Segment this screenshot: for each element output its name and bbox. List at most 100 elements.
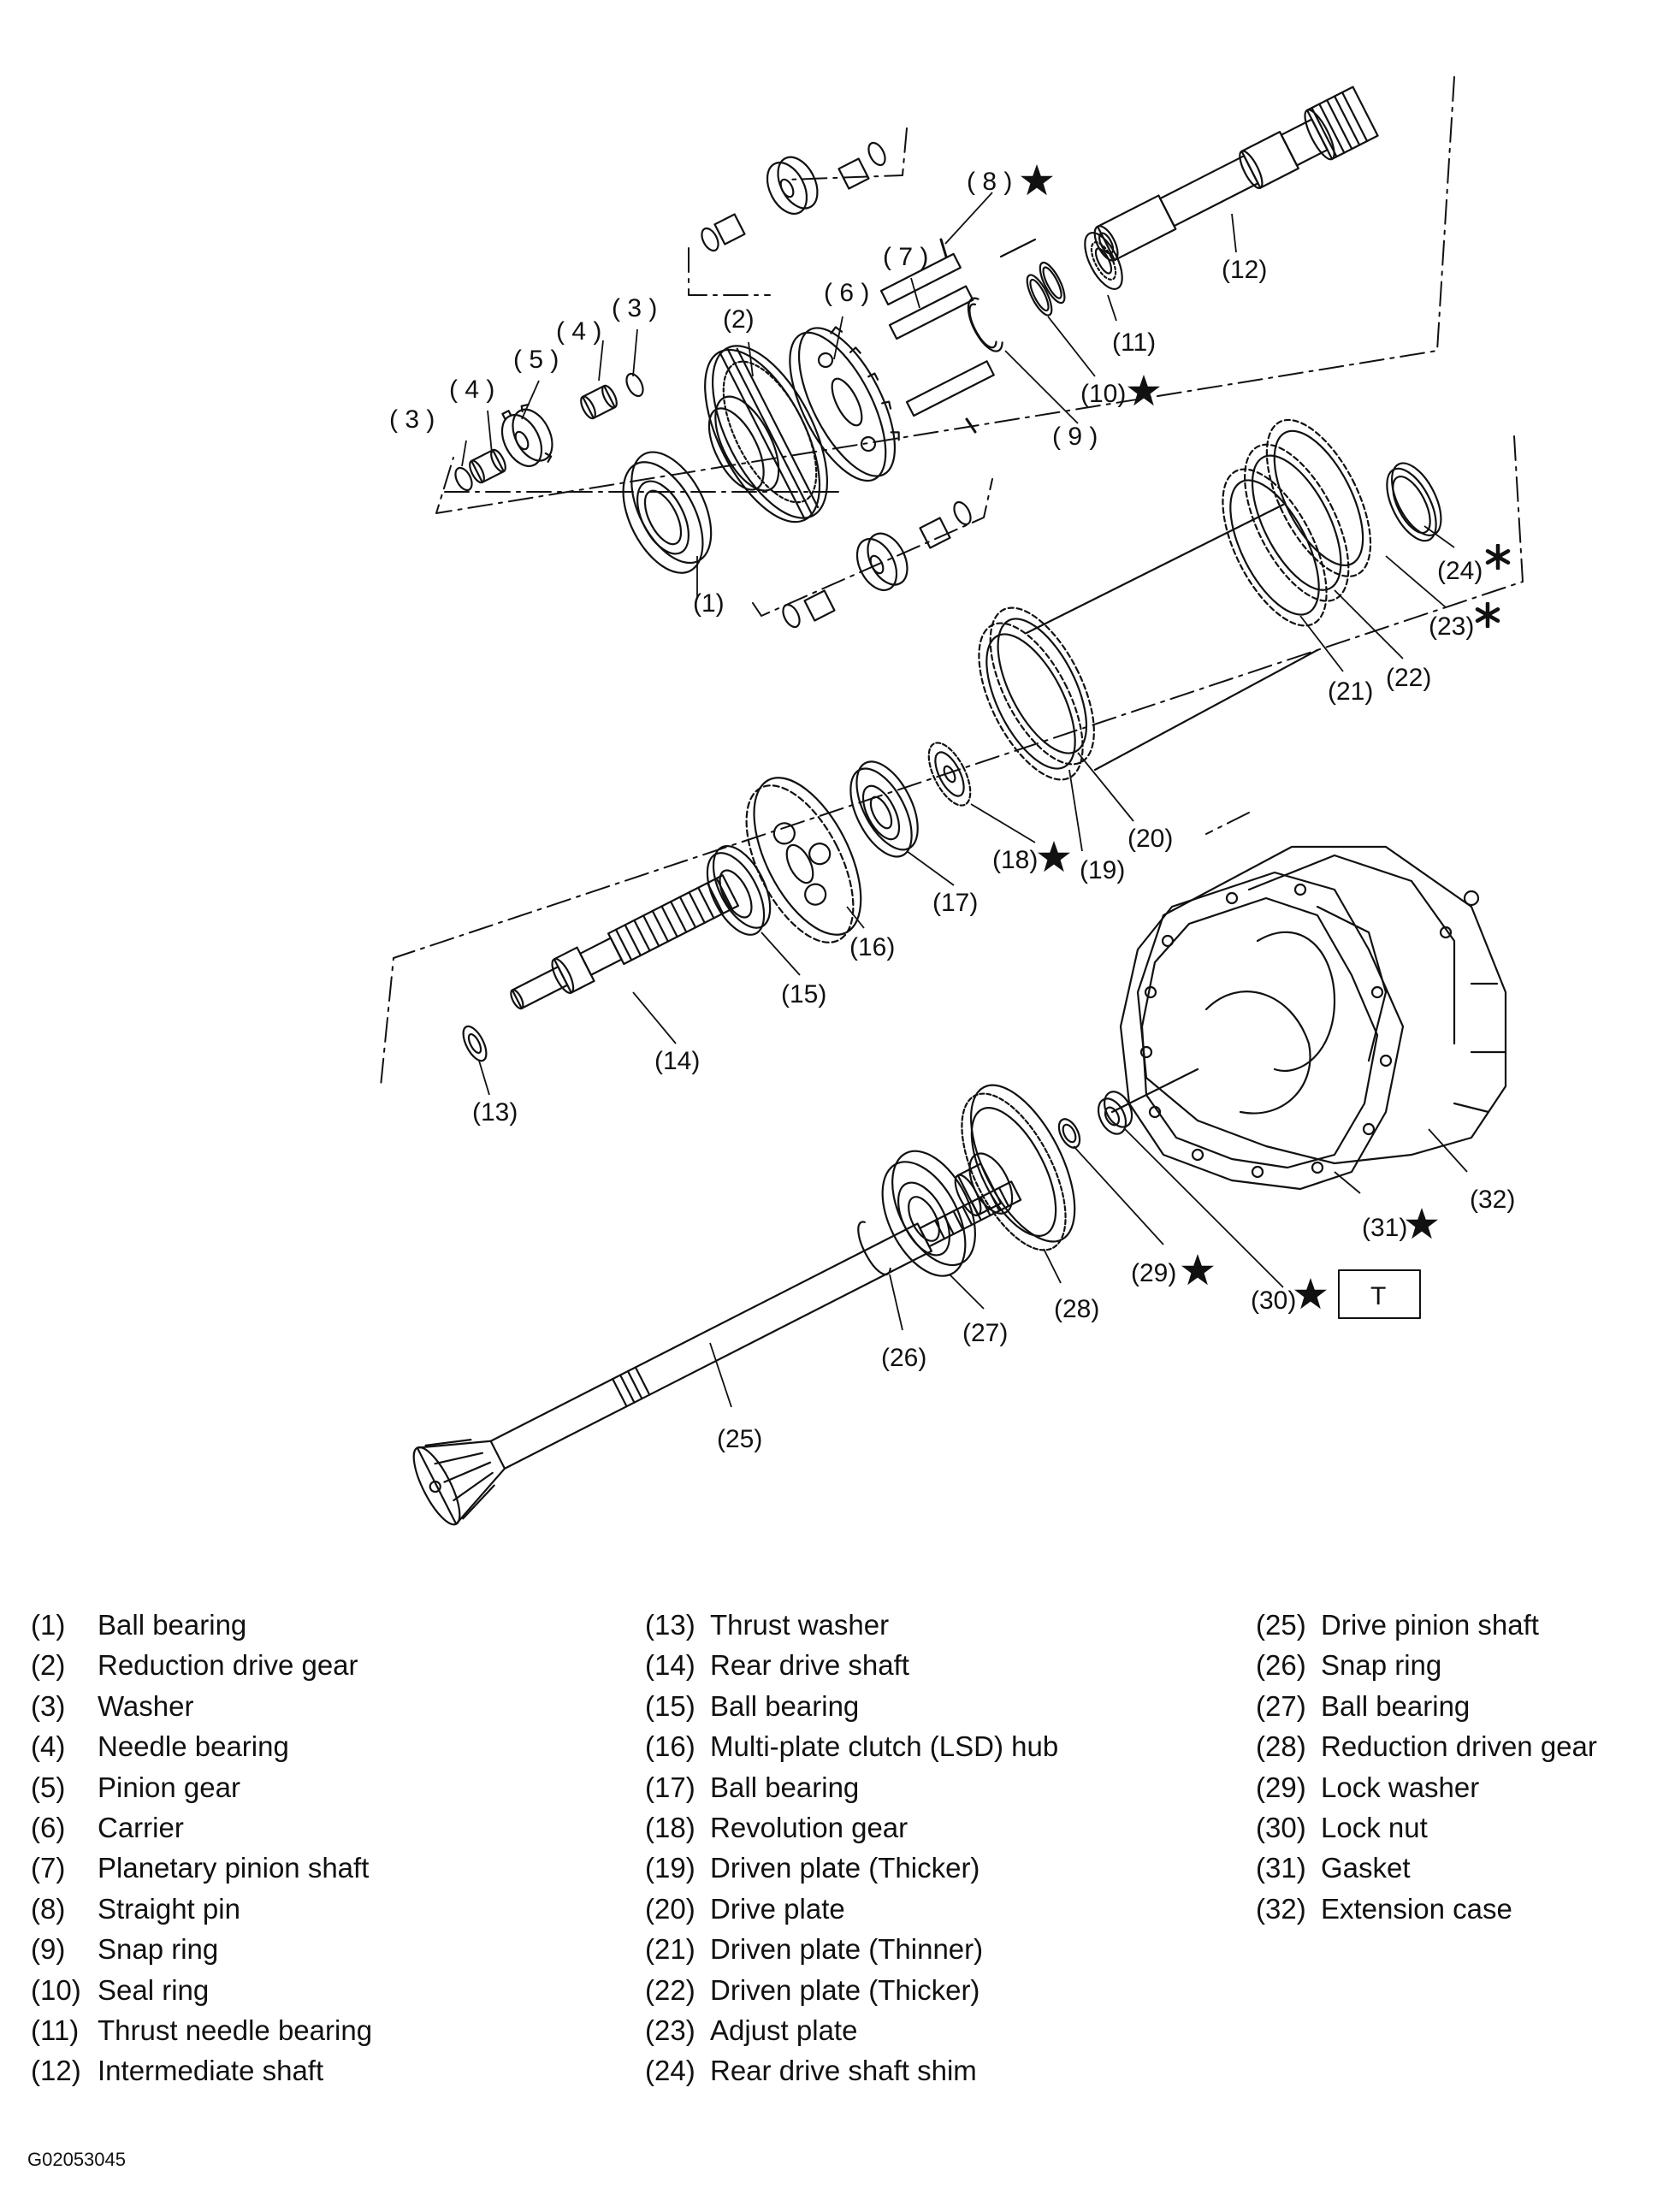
callout-20: (20) [1127,825,1173,853]
revolution-gear [927,742,972,807]
star-icon [1038,841,1070,872]
legend-item: (6) Carrier [31,1807,630,1848]
carrier [789,326,900,482]
legend-item-number: (7) [31,1852,66,1884]
star-icon [1294,1278,1327,1310]
legend-item: (32)Extension case [1256,1889,1658,1929]
legend-item-name: Revolution gear [710,1811,908,1843]
legend-item-name: Carrier [98,1811,184,1843]
figure-code: G02053045 [27,2149,126,2170]
legend-item-name: Ball bearing [1321,1689,1471,1722]
callout-22: (22) [1386,664,1431,692]
callout-21: (21) [1328,677,1373,706]
legend-item: (21) Driven plate (Thinner) [645,1929,1244,1969]
shaft-axis [999,238,1037,258]
reduction-drive-gear [704,345,829,523]
legend-item: (30)Lock nut [1256,1807,1658,1848]
leader-lines [461,192,1468,1408]
legend-item-name: Planetary pinion shaft [98,1852,370,1884]
callout-10: (10) [1080,380,1126,408]
boundary-lines [380,76,1524,1087]
legend-item-name: Snap ring [98,1933,219,1966]
legend-item-number: (22) [645,1973,695,2006]
legend-item-number: (3) [31,1689,66,1722]
legend-item-number: (24) [645,2055,695,2087]
legend-item-number: (6) [31,1811,66,1843]
legend-item-number: (4) [31,1730,66,1763]
legend-item-number: (17) [645,1771,695,1803]
legend-item-name: Adjust plate [710,2014,858,2046]
legend-item: (26)Snap ring [1256,1645,1658,1685]
legend-item-number: (27) [1256,1689,1306,1722]
case-axis-line [1110,1068,1199,1114]
legend-item: (16)Multi-plate clutch (LSD) hub [645,1726,1244,1766]
callout-26: (26) [881,1344,926,1372]
callout-23: (23) [1429,612,1474,641]
legend-item-number: (21) [645,1933,695,1966]
legend-item-number: (15) [645,1689,695,1722]
legend-item-name: Seal ring [98,1973,210,2006]
callout-27: (27) [962,1319,1008,1347]
legend-item: (18)Revolution gear [645,1807,1244,1848]
legend-item-number: (29) [1256,1771,1306,1803]
ball-bearing-27 [881,1150,976,1277]
legend-item-name: Ball bearing [98,1609,247,1641]
legend-item-number: (9) [31,1933,66,1966]
seal-rings [1026,261,1066,316]
legend-item-number: (28) [1256,1730,1306,1763]
legend-column-3: (25)Drive pinion shaft(26)Snap ring (27) B… [1256,1605,1658,1929]
legend-item-name: Rear drive shaft shim [710,2055,977,2087]
legend-item: (2)Reduction drive gear [31,1645,630,1685]
ball-bearing-17 [849,760,919,858]
torque-box-label: T [1370,1282,1386,1310]
star-icon [1021,164,1053,196]
exploded-view-drawing: (1) (2) ( 3 ) ( 3 ) ( 4 ) ( 4 ) ( 5 ) ( … [380,76,1524,1526]
pinion-gear-set-left [454,372,644,492]
legend-item-number: (23) [645,2014,695,2046]
legend-item: (1) Ball bearing [31,1605,630,1645]
callout-31: (31) [1362,1214,1407,1242]
legend-item: (5)Pinion gear [31,1767,630,1807]
callout-15: (15) [781,980,826,1008]
ball-bearing-1 [622,451,713,574]
legend-item-name: Thrust needle bearing [98,2014,373,2046]
legend-item: (25)Drive pinion shaft [1256,1605,1658,1645]
legend-item: (14)Rear drive shaft [645,1645,1244,1685]
reduction-driven-gear [954,1084,1076,1251]
legend-item: (29) Lock washer [1256,1767,1658,1807]
parts-legend: (1) Ball bearing (2)Reduction drive gear (3… [0,1605,1669,2135]
legend-item: (11)Thrust needle bearing [31,2010,630,2050]
callout-labels: (1) (2) ( 3 ) ( 3 ) ( 4 ) ( 4 ) ( 5 ) ( … [389,168,1515,1453]
legend-item-name: Washer [98,1689,194,1722]
legend-item-number: (13) [645,1609,695,1641]
legend-item-number: (31) [1256,1852,1306,1884]
legend-column-2: (13) Thrust washer (14)Rear drive shaft (15… [645,1605,1244,2091]
snap-ring-upper [967,297,1003,352]
legend-item-name: Lock washer [1321,1771,1480,1803]
legend-item-number: (30) [1256,1811,1306,1843]
legend-item-name: Thrust washer [710,1609,890,1641]
legend-item-number: (1) [31,1609,66,1641]
legend-item: (4) Needle bearing [31,1726,630,1766]
legend-item-name: Driven plate (Thinner) [710,1933,984,1966]
callout-11: (11) [1112,328,1156,357]
ball-bearing-15 [706,844,772,936]
legend-item-number: (14) [645,1649,695,1682]
legend-item-name: Reduction driven gear [1321,1730,1597,1763]
legend-item-number: (5) [31,1771,66,1803]
intermediate-shaft [1093,86,1379,262]
drive-pinion-shaft [412,1180,1022,1526]
clutch-hub [745,777,862,943]
callout-4b: ( 4 ) [556,317,601,346]
legend-item: (19)Driven plate (Thicker) [645,1848,1244,1888]
callout-25: (25) [717,1425,762,1453]
legend-item-name: Needle bearing [98,1730,289,1763]
legend-item: (12)Intermediate shaft [31,2050,630,2091]
callout-12: (12) [1222,256,1267,284]
torque-box [1338,1269,1421,1319]
legend-item-name: Driven plate (Thicker) [710,1852,980,1884]
legend-item-name: Multi-plate clutch (LSD) hub [710,1730,1059,1763]
callout-8: ( 8 ) [967,168,1012,196]
callout-32: (32) [1470,1186,1515,1214]
callout-3a: ( 3 ) [389,405,435,434]
